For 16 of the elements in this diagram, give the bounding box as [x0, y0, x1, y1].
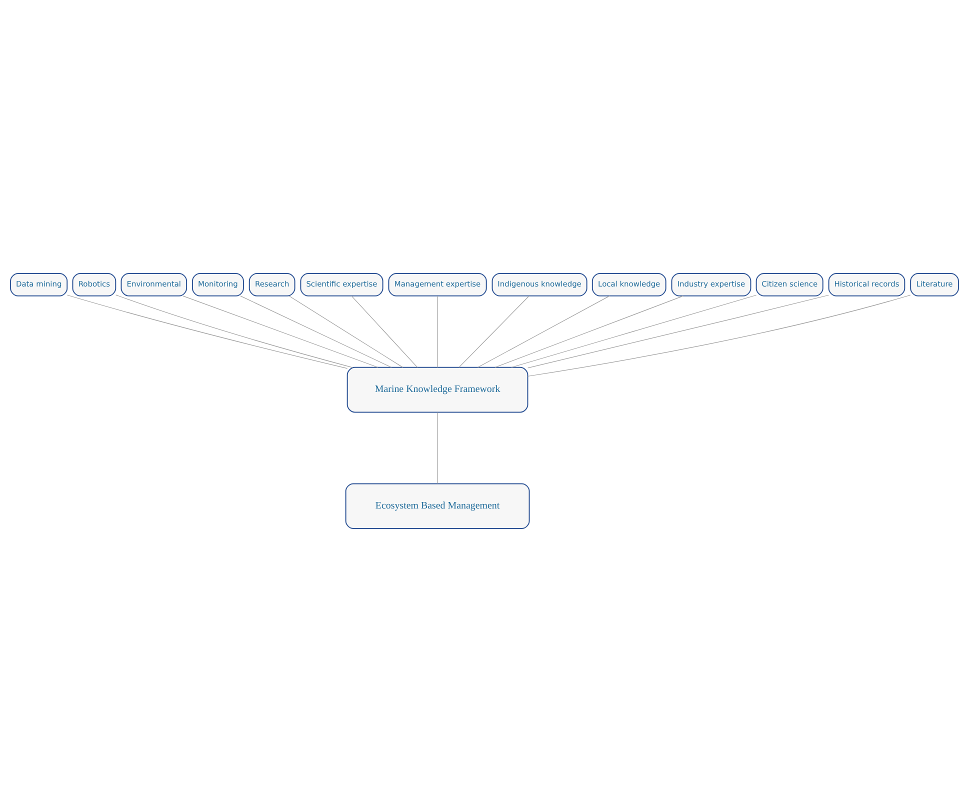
connector	[494, 296, 684, 368]
connector	[458, 296, 530, 368]
connector	[66, 294, 348, 369]
connector	[511, 294, 757, 368]
connector	[182, 296, 378, 368]
connector	[527, 294, 911, 377]
node-box: Ecosystem Based Management	[345, 483, 530, 529]
connector	[477, 296, 610, 368]
connector	[437, 412, 438, 484]
node-box: Marine Knowledge Framework	[346, 366, 528, 413]
connector	[437, 296, 438, 368]
connector	[528, 294, 830, 368]
connector	[116, 294, 353, 368]
connector	[240, 296, 392, 368]
connector	[351, 296, 418, 368]
connector	[288, 296, 404, 368]
